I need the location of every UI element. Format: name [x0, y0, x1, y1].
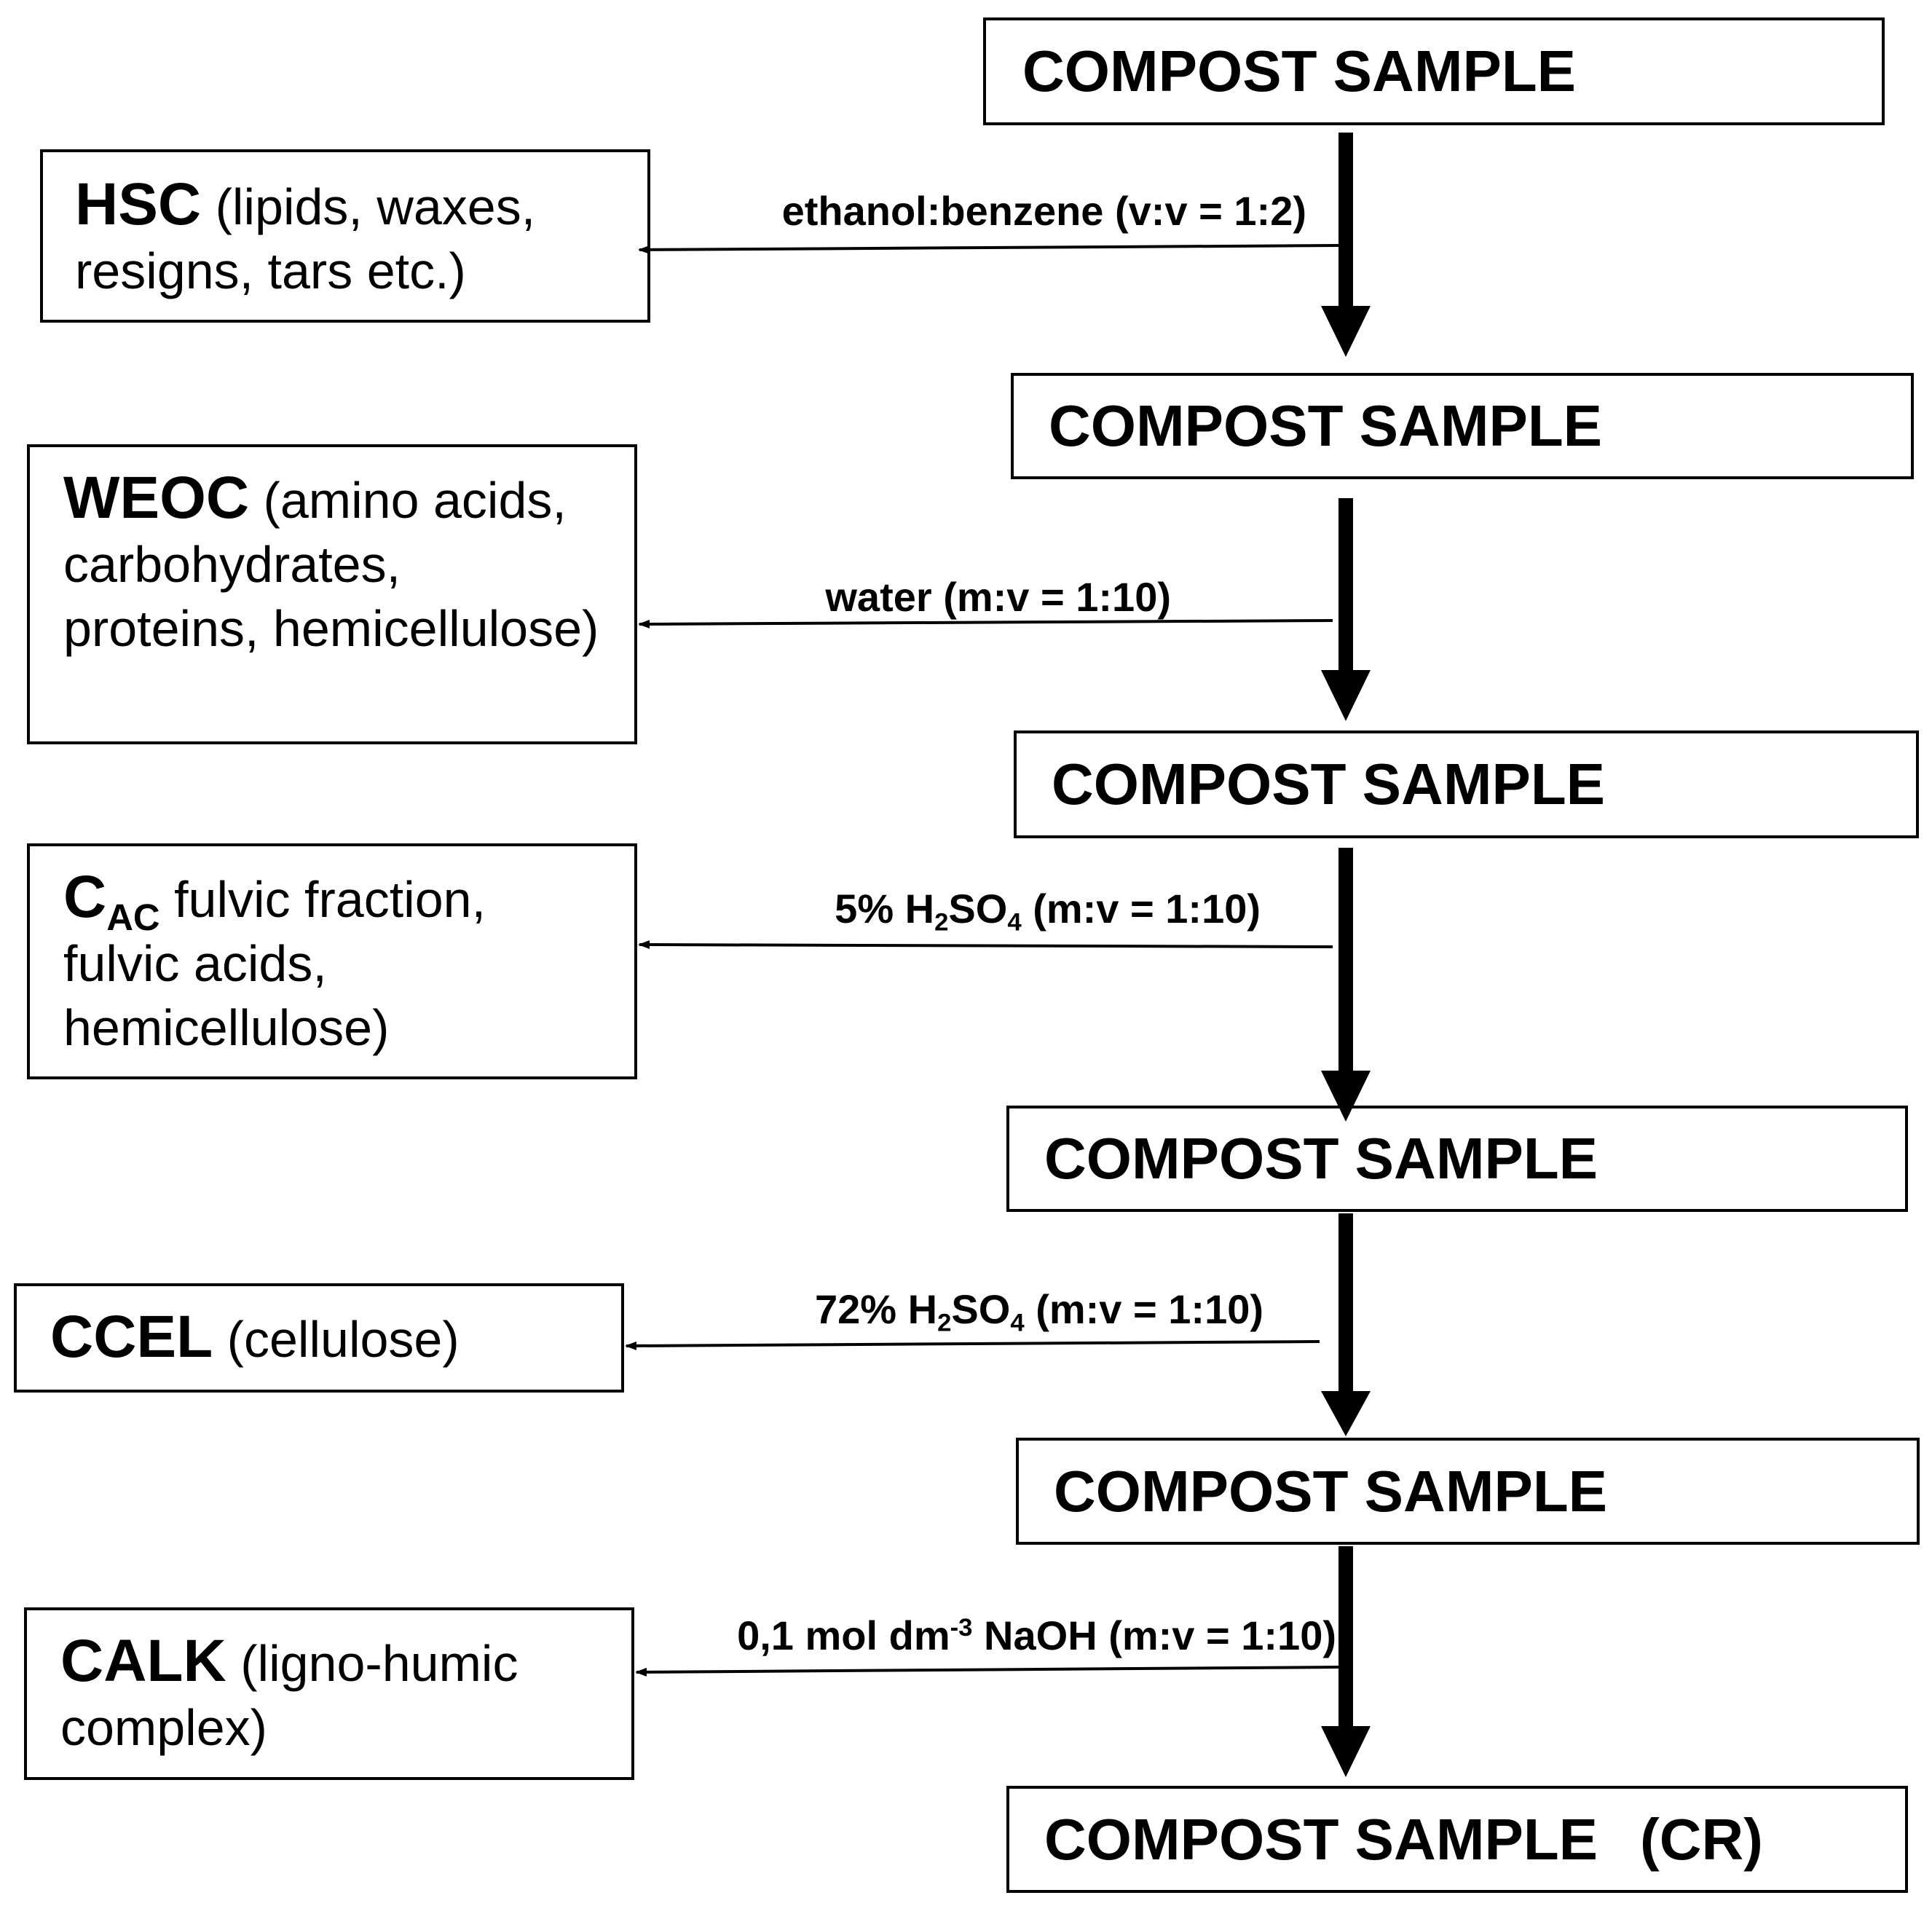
- reagent-text: water (m:v = 1:10): [825, 574, 1171, 620]
- reagent-text-pre: 0,1 mol dm: [737, 1612, 950, 1658]
- fraction-description: (amino acids, carbohydrates, proteins, h…: [63, 472, 599, 657]
- reagent-text-post: (m:v = 1:10): [1024, 1286, 1263, 1332]
- reagent-label-1: ethanol:benzene (v:v = 1:2): [782, 191, 1306, 232]
- reagent-subscript: 2: [934, 908, 949, 937]
- reagent-label-5: 0,1 mol dm-3 NaOH (m:v = 1:10): [737, 1615, 1336, 1656]
- compost-sample-box-5: COMPOST SAMPLE: [1016, 1438, 1920, 1545]
- fraction-box-weoc: WEOC (amino acids, carbohydrates, protei…: [27, 444, 637, 744]
- reagent-text-mid: SO: [951, 1286, 1011, 1332]
- reagent-text-post: NaOH (m:v = 1:10): [972, 1612, 1336, 1658]
- reagent-subscript: 2: [937, 1309, 952, 1337]
- fraction-code-subscript: AC: [106, 896, 160, 938]
- fraction-code: CALK: [60, 1628, 226, 1694]
- fraction-box-ccel: CCEL (cellulose): [14, 1283, 624, 1393]
- fraction-description: (lipids, waxes, resigns, tars etc.): [75, 178, 536, 299]
- reagent-label-2: water (m:v = 1:10): [825, 577, 1171, 618]
- down-arrow-4: [1321, 1213, 1371, 1436]
- reagent-text-mid: SO: [948, 886, 1008, 932]
- fraction-code: CAC: [63, 864, 160, 936]
- compost-sample-suffix: (CR): [1640, 1806, 1763, 1872]
- fraction-code: HSC: [75, 171, 202, 237]
- fraction-code: CCEL: [50, 1303, 213, 1370]
- side-arrow-ccel: [625, 1340, 1320, 1350]
- side-arrow-weoc: [638, 619, 1333, 629]
- reagent-text-pre: 5% H: [835, 886, 935, 932]
- compost-sample-box-final: COMPOST SAMPLE (CR): [1006, 1786, 1908, 1893]
- compost-sample-label: COMPOST SAMPLE: [1049, 393, 1603, 458]
- side-arrow-calk: [635, 1666, 1342, 1677]
- fraction-code: WEOC: [63, 465, 250, 531]
- fraction-description: (cellulose): [226, 1310, 460, 1368]
- fraction-code-main: C: [63, 864, 107, 930]
- compost-sample-box-1: COMPOST SAMPLE: [983, 17, 1885, 125]
- reagent-text-pre: 72% H: [815, 1286, 938, 1332]
- side-arrow-hsc: [638, 244, 1342, 254]
- down-arrow-3: [1321, 848, 1371, 1122]
- reagent-label-3: 5% H2SO4 (m:v = 1:10): [835, 886, 1261, 935]
- side-arrow-cac: [638, 940, 1333, 950]
- reagent-text-post: (m:v = 1:10): [1021, 886, 1261, 932]
- reagent-label-4: 72% H2SO4 (m:v = 1:10): [815, 1286, 1263, 1336]
- reagent-subscript: 4: [1007, 908, 1022, 937]
- fraction-box-cac: CAC fulvic fraction, fulvic acids, hemic…: [27, 843, 637, 1079]
- compost-sample-box-3: COMPOST SAMPLE: [1014, 730, 1919, 838]
- fraction-box-calk: CALK (ligno-humic complex): [24, 1607, 634, 1780]
- reagent-subscript: 4: [1010, 1309, 1025, 1337]
- compost-sample-label: COMPOST SAMPLE: [1044, 1126, 1598, 1191]
- fraction-description: (ligno-humic complex): [60, 1635, 519, 1756]
- reagent-text: ethanol:benzene (v:v = 1:2): [781, 188, 1306, 234]
- compost-sample-label: COMPOST SAMPLE: [1054, 1458, 1608, 1524]
- compost-sample-box-4: COMPOST SAMPLE: [1006, 1106, 1908, 1212]
- down-arrow-1: [1321, 133, 1371, 357]
- compost-sample-label: COMPOST SAMPLE: [1044, 1806, 1598, 1872]
- fraction-description: fulvic fraction, fulvic acids, hemicellu…: [63, 871, 486, 1056]
- reagent-superscript: -3: [950, 1613, 973, 1642]
- compost-sample-label: COMPOST SAMPLE: [1052, 752, 1606, 816]
- fraction-box-hsc: HSC (lipids, waxes, resigns, tars etc.): [40, 149, 650, 323]
- down-arrow-2: [1321, 498, 1371, 721]
- down-arrow-5: [1321, 1546, 1371, 1777]
- compost-sample-label: COMPOST SAMPLE: [1022, 39, 1577, 103]
- compost-sample-box-2: COMPOST SAMPLE: [1011, 373, 1914, 479]
